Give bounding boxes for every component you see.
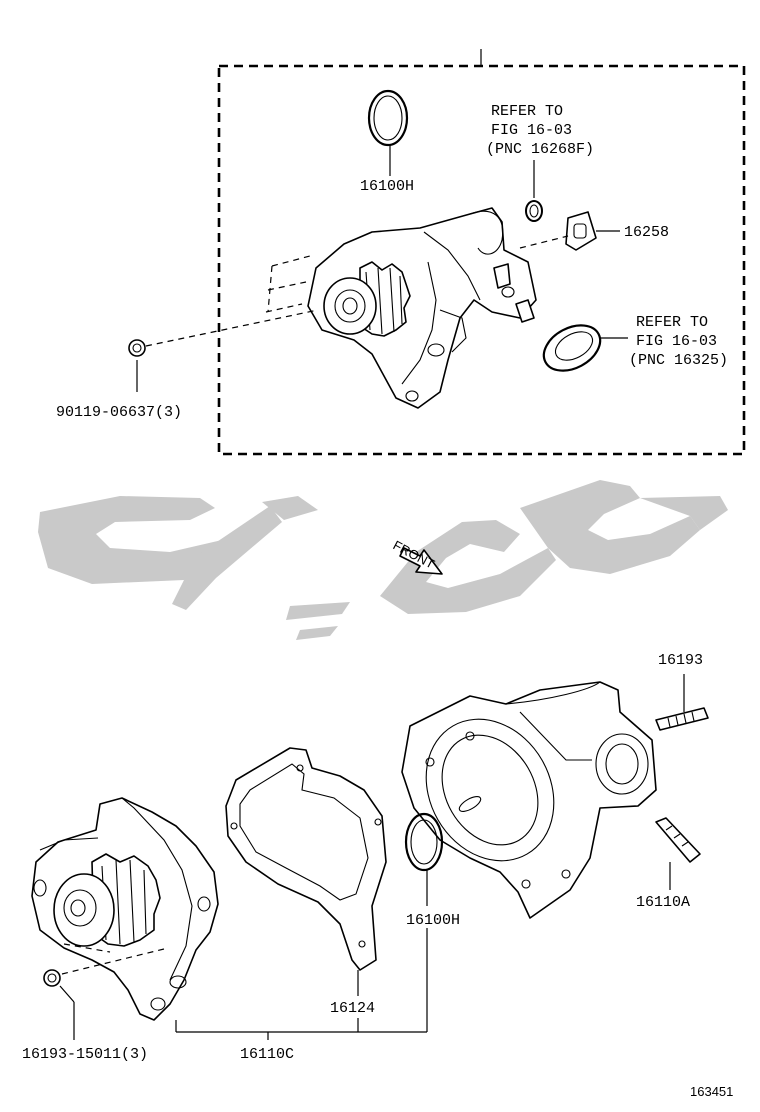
label-stud-lower: 16110A	[636, 894, 690, 911]
label-refer-2-line2: FIG 16-03	[636, 333, 717, 350]
watermark-logo	[38, 480, 728, 640]
stud-lower	[655, 817, 701, 890]
water-pump-assembly-top	[265, 207, 537, 409]
guide-line-nut-bottom	[61, 947, 169, 975]
oil-seal	[542, 324, 628, 372]
label-nut-top: 90119-06637(3)	[56, 404, 182, 421]
guide-line-pump-bolt	[63, 943, 111, 953]
nut-top	[128, 339, 146, 392]
label-housing: 16110C	[240, 1046, 294, 1063]
label-refer-2-line1: REFER TO	[636, 314, 708, 331]
label-o-ring-bottom: 16100H	[406, 912, 460, 929]
label-stud-upper: 16193	[658, 652, 703, 669]
housing-bracket-lines	[175, 1020, 427, 1040]
gasket-large	[225, 747, 387, 1032]
guide-line-nut-top	[145, 309, 319, 347]
label-o-ring-top: 16100H	[360, 178, 414, 195]
stud-upper	[655, 674, 709, 731]
figure-number: 163451	[690, 1084, 733, 1099]
water-pump-bottom	[31, 797, 219, 1021]
nut-bottom	[43, 969, 75, 1040]
label-gasket-small: 16258	[624, 224, 669, 241]
guide-line-gasket	[519, 235, 569, 249]
o-ring-top	[367, 89, 409, 176]
label-refer-2-line3: (PNC 16325)	[629, 352, 728, 369]
label-nut-bottom: 16193-15011(3)	[22, 1046, 148, 1063]
o-ring-bottom	[404, 812, 444, 1032]
water-inlet-housing	[401, 681, 657, 919]
label-refer-1-line3: (PNC 16268F)	[486, 141, 594, 158]
gasket-small	[565, 211, 620, 251]
label-refer-1-line2: FIG 16-03	[491, 122, 572, 139]
small-o-ring	[525, 160, 543, 222]
label-gasket-large: 16124	[330, 1000, 375, 1017]
label-refer-1-line1: REFER TO	[491, 103, 563, 120]
front-arrow-icon	[399, 547, 443, 575]
